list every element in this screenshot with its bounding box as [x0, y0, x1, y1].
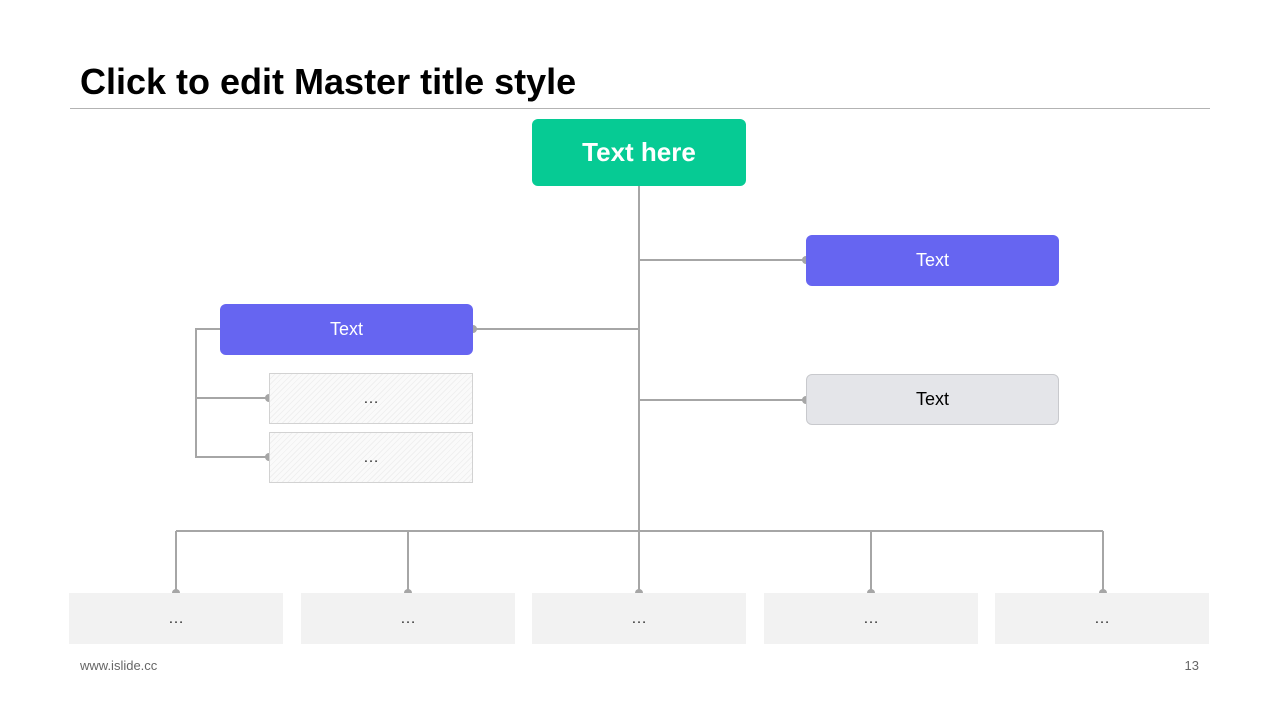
bottom-item-3: …	[532, 593, 746, 644]
page-number: 13	[1184, 658, 1199, 673]
footer-url: www.islide.cc	[80, 658, 158, 673]
left-node: Text	[220, 304, 473, 355]
bottom-item-4: …	[764, 593, 978, 644]
left-child-2: …	[269, 432, 473, 483]
right-node-2: Text	[806, 374, 1059, 425]
left-child-1: …	[269, 373, 473, 424]
slide-title: Click to edit Master title style	[80, 61, 577, 102]
title-divider	[70, 108, 1210, 109]
root-node: Text here	[532, 119, 746, 186]
bottom-item-1: …	[69, 593, 283, 644]
right-node-1: Text	[806, 235, 1059, 286]
bottom-item-5: …	[995, 593, 1209, 644]
bottom-item-2: …	[301, 593, 515, 644]
